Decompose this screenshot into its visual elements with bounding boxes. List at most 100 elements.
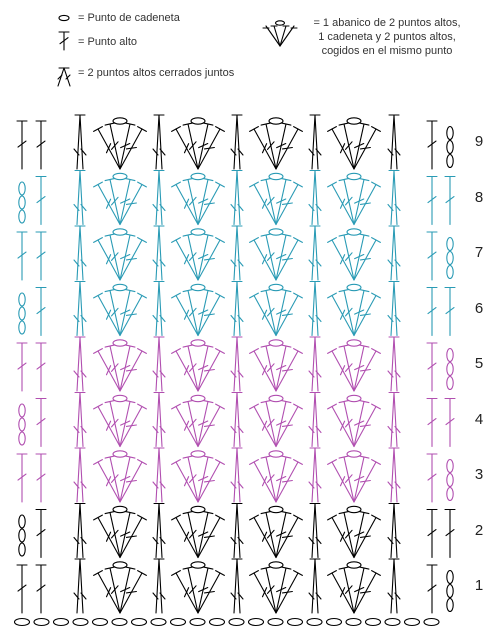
row-start-left <box>16 564 47 614</box>
dc2tog-stitch <box>73 225 87 281</box>
dc2tog-stitch <box>308 502 322 559</box>
row-start-left <box>18 397 47 448</box>
dc2tog-stitch <box>230 336 244 392</box>
dc2tog-stitch <box>387 391 401 448</box>
row-start-left <box>18 175 47 226</box>
row-number-3: 3 <box>474 466 484 483</box>
row-end-right <box>426 286 456 337</box>
shell-stitch <box>327 117 381 170</box>
foundation-chain <box>13 617 440 627</box>
row-end-right <box>426 453 454 503</box>
dc2tog-stitch <box>152 336 166 392</box>
dc2tog-stitch <box>230 447 244 503</box>
shell-stitch <box>171 117 225 170</box>
shell-stitch <box>249 450 303 503</box>
dc2tog-stitch <box>308 280 322 337</box>
shell-stitch <box>327 450 381 503</box>
shell-stitch <box>327 505 381 559</box>
chart-row-7 <box>16 225 454 281</box>
dc2tog-stitch <box>230 391 244 448</box>
dc2tog-stitch <box>152 280 166 337</box>
shell-stitch <box>171 283 225 337</box>
legend-dc-label: = Punto alto <box>78 36 138 48</box>
shell-stitch <box>93 117 147 170</box>
shell-stitch <box>171 394 225 448</box>
dc2tog-stitch <box>230 225 244 281</box>
shell-stitch <box>93 450 147 503</box>
dc2tog-stitch <box>152 225 166 281</box>
shell-stitch <box>327 172 381 226</box>
shell-stitch <box>249 339 303 392</box>
dc2tog-stitch <box>387 225 401 281</box>
shell-stitch <box>93 505 147 559</box>
row-start-left <box>16 231 47 281</box>
dc2tog-icon <box>57 67 71 87</box>
row-number-2: 2 <box>474 521 484 539</box>
chart-row-5 <box>16 336 454 392</box>
dc2tog-stitch <box>152 447 166 503</box>
shell-stitch <box>249 505 303 559</box>
dc2tog-stitch <box>73 114 87 170</box>
shell-stitch <box>93 283 147 337</box>
row-number-6: 6 <box>474 299 484 317</box>
dc2tog-stitch <box>387 280 401 337</box>
shell-stitch <box>93 172 147 226</box>
dc2tog-stitch <box>308 391 322 448</box>
row-number-9: 9 <box>474 133 484 150</box>
dc2tog-stitch <box>308 225 322 281</box>
dc2tog-stitch <box>308 336 322 392</box>
shell-stitch <box>171 339 225 392</box>
shell-stitch <box>249 117 303 170</box>
legend-shell-label-1: = 1 abanico de 2 puntos altos, <box>313 17 461 29</box>
legend-dc2tog-label: = 2 puntos altos cerrados juntos <box>78 67 235 79</box>
legend-chain-label: = Punto de cadeneta <box>78 12 180 24</box>
row-number-1: 1 <box>474 577 484 594</box>
row-end-right <box>426 175 456 226</box>
shell-stitch <box>327 228 381 281</box>
dc2tog-stitch <box>308 169 322 226</box>
shell-stitch <box>171 172 225 226</box>
row-end-right <box>426 342 454 392</box>
row-start-left <box>16 120 47 170</box>
shell-stitch <box>171 505 225 559</box>
row-number-4: 4 <box>474 410 484 428</box>
shell-stitch <box>171 561 225 614</box>
dc2tog-stitch <box>230 280 244 337</box>
dc2tog-stitch <box>308 558 322 614</box>
dc2tog-stitch <box>152 391 166 448</box>
chart-row-8 <box>18 169 456 226</box>
dc2tog-stitch <box>230 169 244 226</box>
shell-stitch <box>171 228 225 281</box>
shell-stitch <box>249 172 303 226</box>
shell-stitch <box>93 339 147 392</box>
dc2tog-stitch <box>73 336 87 392</box>
dc2tog-stitch <box>73 169 87 226</box>
dc2tog-stitch <box>387 336 401 392</box>
shell-stitch <box>249 283 303 337</box>
row-end-right <box>426 120 454 170</box>
row-number-7: 7 <box>474 244 484 261</box>
legend-shell-label-2: 1 cadeneta y 2 puntos altos, <box>318 31 456 43</box>
row-end-right <box>426 564 454 614</box>
chart-row-2 <box>18 502 456 559</box>
dc2tog-stitch <box>230 558 244 614</box>
shell-stitch <box>327 561 381 614</box>
shell-stitch <box>249 228 303 281</box>
legend-icons <box>57 14 298 87</box>
chart-row-1 <box>16 558 454 614</box>
chain-icon <box>58 14 70 22</box>
dc2tog-stitch <box>387 558 401 614</box>
shell-icon <box>262 20 298 47</box>
shell-stitch <box>93 394 147 448</box>
dc2tog-stitch <box>308 114 322 170</box>
row-start-left <box>18 508 47 559</box>
dc2tog-stitch <box>152 114 166 170</box>
dc2tog-stitch <box>73 447 87 503</box>
dc2tog-stitch <box>387 169 401 226</box>
shell-stitch <box>327 339 381 392</box>
double-crochet-icon <box>58 31 70 51</box>
dc2tog-stitch <box>387 114 401 170</box>
dc2tog-stitch <box>230 502 244 559</box>
shell-stitch <box>249 561 303 614</box>
